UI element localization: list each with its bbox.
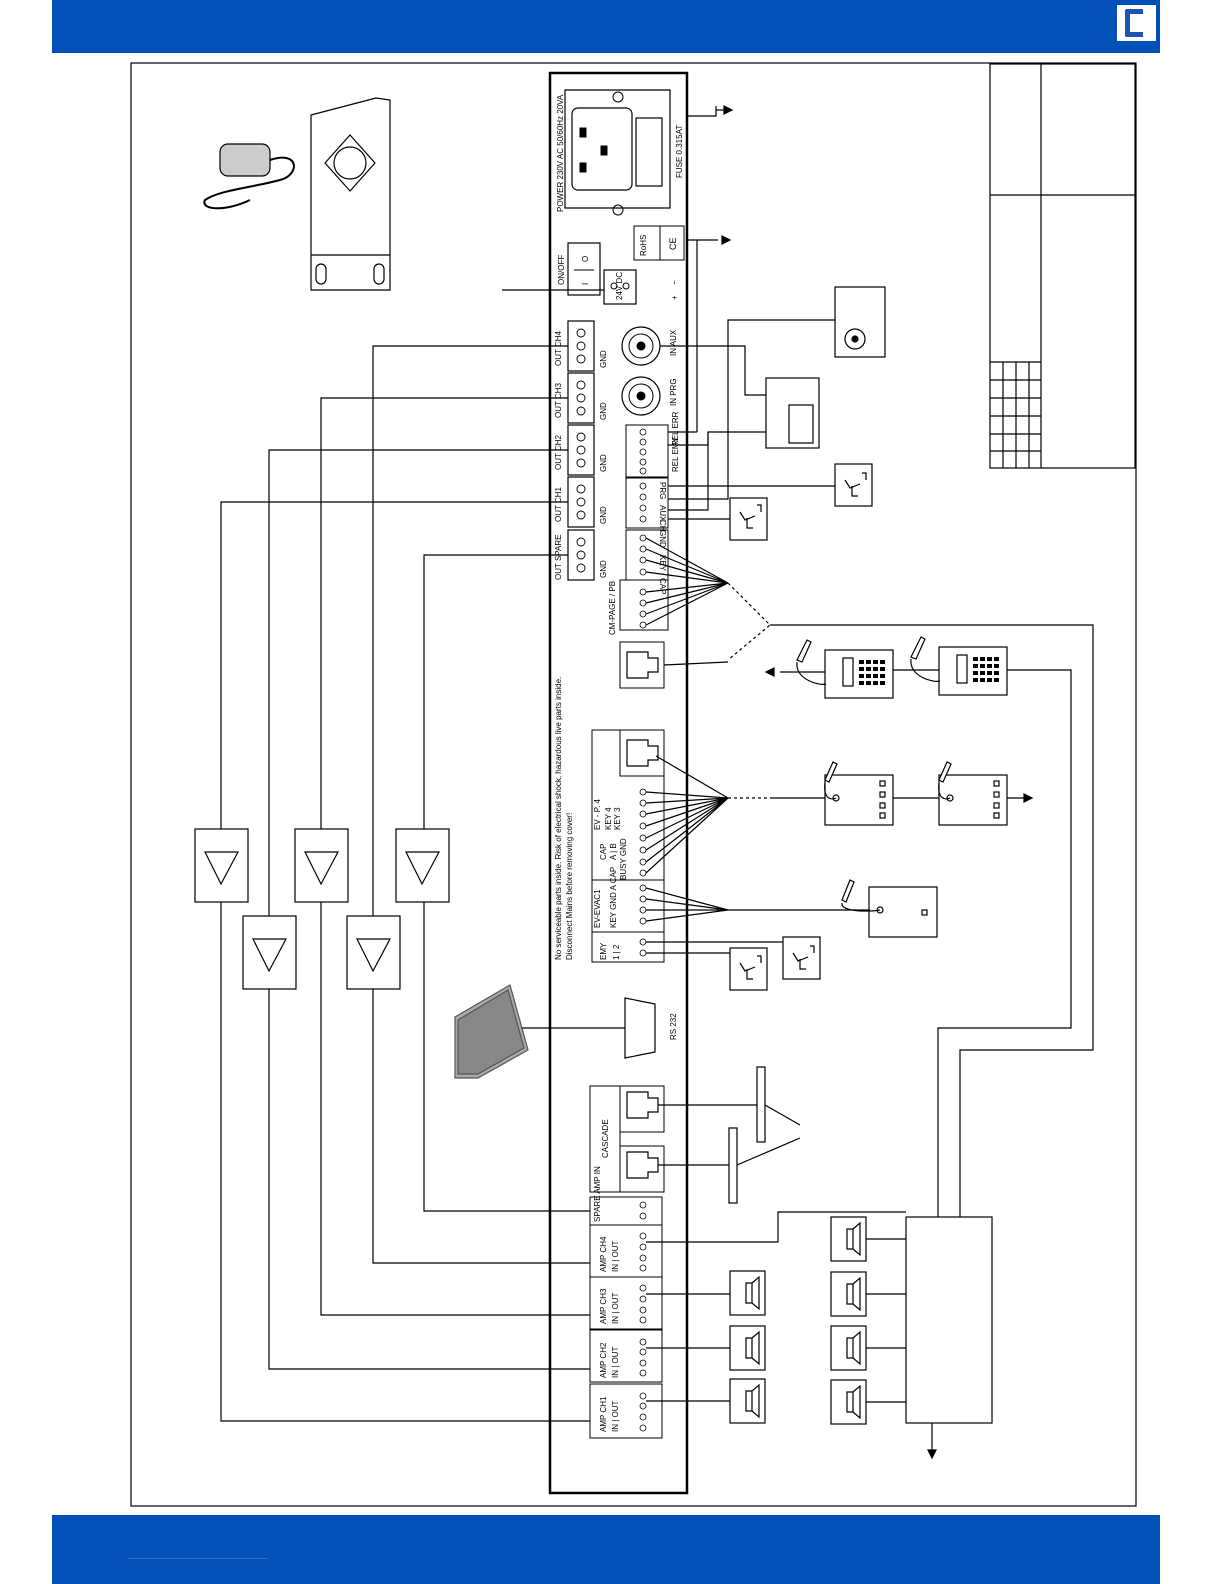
amplifiers [194, 828, 450, 990]
cd-player-icon [834, 286, 886, 358]
mic-wallplate [310, 97, 391, 291]
amp-ch1-io: IN | OUT [611, 1400, 620, 1432]
top-header-bar [52, 0, 1160, 53]
laptop-icon [454, 984, 529, 1079]
cap-label: CAP [599, 844, 608, 860]
power-inlet [564, 89, 671, 209]
cap-ab-label: A | B [609, 843, 618, 860]
kramer-logo-icon [1117, 5, 1156, 41]
control-terminals [625, 477, 669, 529]
amp-ch4-label: AMP CH4 [599, 1236, 608, 1272]
output-terminals [567, 320, 595, 581]
ev-evac-block [591, 879, 665, 933]
rs232-port [624, 997, 656, 1059]
cascade-label: CASCADE [601, 1119, 610, 1158]
out-ch2-label: OUT CH2 [554, 434, 563, 470]
ev-key-4: KEY 4 [604, 807, 613, 830]
wire-label-key: KEY [658, 555, 667, 572]
switch-zero-label: O [581, 256, 590, 262]
footer-link-underline[interactable] [128, 1558, 268, 1559]
handheld-mic-icon [219, 143, 271, 177]
evac-station-icon [868, 886, 938, 938]
fuse-label: FUSE 0.315AT [675, 125, 684, 178]
spare-amp-in-label: SPARE AMP IN [593, 1166, 602, 1222]
wire-label-aux: AUX [658, 505, 667, 522]
speakers-left [729, 1270, 766, 1424]
busy-gnd-label: BUSY GND [619, 838, 628, 880]
logo-mark [1125, 9, 1143, 37]
onoff-label: ON/OFF [557, 255, 566, 285]
power-label: POWER 230V AC 50/60Hz 20VA [556, 94, 565, 212]
ev-evac-pins: KEY GND A CAP [609, 867, 618, 928]
cm-page-label: CM-PAGE / PB [608, 581, 617, 635]
cascade-unit-2 [728, 1127, 738, 1204]
in-aux-label: IN AUX [669, 329, 678, 356]
amp-ch3-label: AMP CH3 [599, 1288, 608, 1324]
diagram-frame [130, 62, 1137, 1507]
speakers-right [830, 1216, 867, 1425]
title-block [989, 63, 1136, 469]
ce-badge [659, 225, 685, 261]
amp-ch3-io: IN | OUT [611, 1292, 620, 1324]
gnd-label-ch2: GND [599, 454, 608, 472]
power-switch [567, 242, 601, 296]
rel-err-label: REL ERR [671, 411, 680, 446]
rohs-label: RoHS [639, 235, 648, 256]
rs232-label: RS 232 [669, 1013, 678, 1040]
ev-station-1-icon [824, 774, 894, 826]
dc-label: 24V DC [615, 272, 624, 300]
switch-one-label: I [581, 283, 590, 285]
out-ch4-label: OUT CH4 [554, 330, 563, 366]
wire-label-prg: PRG [658, 482, 667, 499]
relay-terminals [625, 424, 669, 478]
emy-pins: 1 | 2 [612, 944, 621, 960]
emy-button-2-icon [729, 947, 768, 991]
fuse-holder [635, 117, 663, 187]
dc-minus-label: − [670, 280, 679, 285]
ev-p4-label: EV - P. 4 [593, 798, 602, 830]
gnd-label-ch1: GND [599, 506, 608, 524]
tuner-box-icon [765, 377, 820, 449]
emy-label: EMY [599, 942, 608, 960]
gnd-label-ch4: GND [599, 350, 608, 368]
rel-emy-label: REL EMY [671, 437, 680, 472]
dc-plus-label: + [670, 295, 679, 300]
gnd-label-ch3: GND [599, 402, 608, 420]
wire-label-cap: CAP [658, 578, 667, 594]
amp-ch1-label: AMP CH1 [599, 1396, 608, 1432]
amp-ch2-io: IN | OUT [611, 1346, 620, 1378]
emy-button-1-icon [782, 936, 821, 980]
push-button-1-icon [834, 463, 873, 507]
dc-terminal [603, 269, 637, 305]
amp-ch4-io: IN | OUT [611, 1240, 620, 1272]
warning-line-1: No serviceable parts inside. Risk of ele… [554, 677, 563, 960]
prg-rca-jack [621, 376, 661, 416]
ev-evac-label: EV-EVAC1 [593, 889, 602, 928]
out-ch1-label: OUT CH1 [554, 486, 563, 522]
call-station-2-icon [938, 646, 1008, 696]
bottom-footer-bar [52, 1515, 1160, 1584]
in-prg-label: IN PRG [669, 378, 678, 406]
ev-key-3: KEY 3 [613, 807, 622, 830]
out-spare-label: OUT SPARE [554, 535, 563, 581]
amp-ch2-label: AMP CH2 [599, 1342, 608, 1378]
gnd-label-spare: GND [599, 560, 608, 578]
ev-station-2-icon [938, 774, 1008, 826]
call-station-1-icon [824, 649, 894, 699]
emy-block [591, 931, 665, 963]
out-ch3-label: OUT CH3 [554, 382, 563, 418]
ce-label: CE [668, 237, 678, 250]
wire-label-ch: CH [658, 520, 667, 532]
cascade-unit-1 [756, 1066, 766, 1143]
zone-controller-box [905, 1216, 993, 1424]
cm-page-terminals [619, 579, 669, 631]
matrix-rear-panel [548, 71, 689, 1495]
wire-label-gnd: GND [658, 530, 667, 548]
warning-line-2: Disconnect Mains before removing cover! [565, 813, 574, 960]
